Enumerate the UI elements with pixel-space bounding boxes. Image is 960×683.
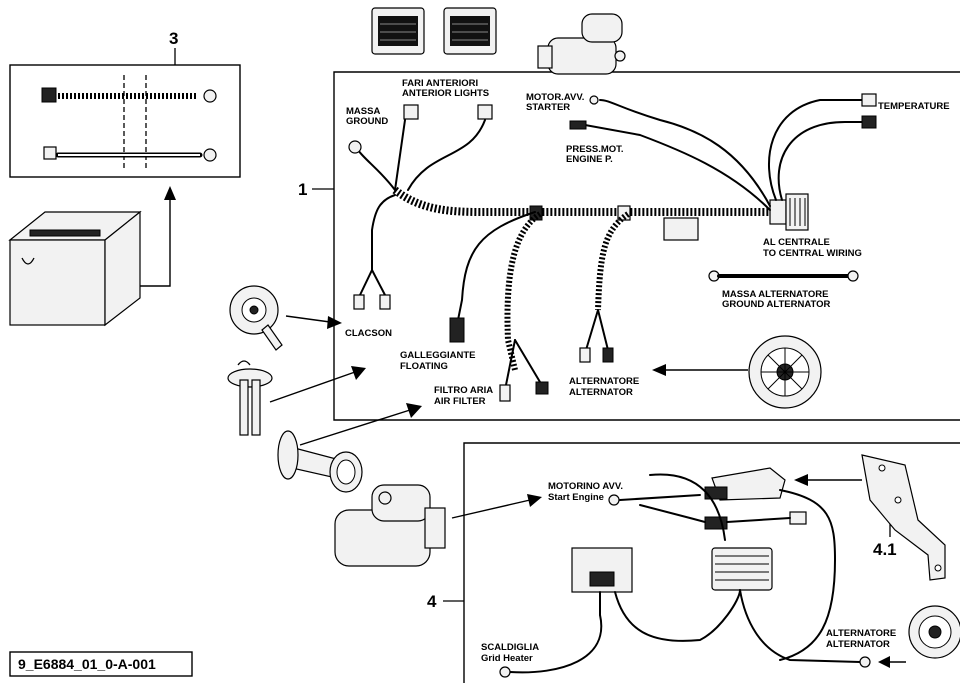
alternator-small-icon <box>908 605 960 659</box>
label-ground: GROUND <box>346 116 388 127</box>
label-air-filter: AIR FILTER <box>434 396 486 407</box>
alternator-icon <box>748 335 822 409</box>
horn-connector-b-icon <box>379 294 391 310</box>
label-temperature: TEMPERATURE <box>878 101 950 112</box>
arrow-left-icon <box>878 656 890 668</box>
arrow-left-icon <box>794 474 808 486</box>
label-anterior-lights: ANTERIOR LIGHTS <box>402 88 489 99</box>
headlight-icon <box>371 7 497 55</box>
arrow-right-icon <box>406 403 422 418</box>
callout-4-1: 4.1 <box>873 540 897 559</box>
alternator-connector-a-icon <box>579 347 591 363</box>
harness-4-frame <box>463 442 960 683</box>
label-start-engine: Start Engine <box>548 492 604 503</box>
headlight-connector-left-icon <box>403 104 419 120</box>
starter-motor-top-icon <box>537 13 626 75</box>
arrow-left-icon <box>652 364 666 376</box>
harness-1-frame <box>333 71 960 421</box>
temperature-connector-a-icon <box>861 93 877 107</box>
arrow-right-icon <box>327 316 342 329</box>
label-scaldiglia: SCALDIGLIA <box>481 642 539 653</box>
diagram-code: 9_E6884_01_0-A-001 <box>18 656 156 672</box>
air-filter-connector-icon <box>499 384 511 402</box>
main-harness <box>392 186 770 216</box>
temperature-connector-b-icon <box>861 115 877 129</box>
horn-icon <box>229 285 283 351</box>
label-fari-anteriori: FARI ANTERIORI <box>402 78 478 89</box>
horn-connector-a-icon <box>353 294 365 310</box>
arrow-right-icon <box>351 366 366 380</box>
label-galleggiante: GALLEGGIANTE <box>400 350 475 361</box>
callout-3: 3 <box>169 29 178 48</box>
bracket-4-1-icon <box>861 454 946 581</box>
alternator-connector-b-icon <box>602 347 614 363</box>
label-alternator-2: ALTERNATOR <box>826 639 890 650</box>
battery-cable-set <box>41 75 217 170</box>
relay-assembly-icon <box>619 467 807 530</box>
label-to-central-wiring: TO CENTRAL WIRING <box>763 248 862 259</box>
callout-1: 1 <box>298 180 307 199</box>
label-motorino-avv: MOTORINO AVV. <box>548 481 623 492</box>
label-massa-alternatore: MASSA ALTERNATORE <box>722 289 828 300</box>
label-grid-heater: Grid Heater <box>481 653 533 664</box>
headlight-connector-right-icon <box>477 104 493 120</box>
label-massa: MASSA <box>346 106 380 117</box>
label-clacson: CLACSON <box>345 328 392 339</box>
label-floating: FLOATING <box>400 361 448 372</box>
controller-module-icon <box>571 547 633 593</box>
central-connector-icon <box>769 193 809 231</box>
label-motor-avv: MOTOR.AVV. <box>526 92 584 103</box>
label-engine-p: ENGINE P. <box>566 154 613 165</box>
label-alternatore-2: ALTERNATORE <box>826 628 896 639</box>
diagram-code-frame <box>9 651 193 677</box>
arrow-up-icon <box>164 186 176 200</box>
ground-ring-icon <box>348 140 362 154</box>
label-starter: STARTER <box>526 102 570 113</box>
engine-pressure-sensor-icon <box>569 120 587 130</box>
label-ground-alternator: GROUND ALTERNATOR <box>722 299 831 310</box>
arrow-right-icon <box>527 494 542 507</box>
label-alternator: ALTERNATOR <box>569 387 633 398</box>
callout-4: 4 <box>427 592 437 611</box>
label-filtro-aria: FILTRO ARIA <box>434 385 493 396</box>
air-filter-connector-b-icon <box>535 381 549 395</box>
label-al-centrale: AL CENTRALE <box>763 237 830 248</box>
grid-heater-module-icon <box>711 547 773 591</box>
starter-motor-icon <box>334 484 446 567</box>
cable-kit-3-frame <box>9 64 241 178</box>
air-filter-icon <box>277 430 363 493</box>
label-alternatore: ALTERNATORE <box>569 376 639 387</box>
label-press-mot: PRESS.MOT. <box>566 144 624 155</box>
battery-icon <box>8 210 142 327</box>
fuel-float-icon <box>227 360 273 436</box>
float-connector-icon <box>449 317 465 343</box>
